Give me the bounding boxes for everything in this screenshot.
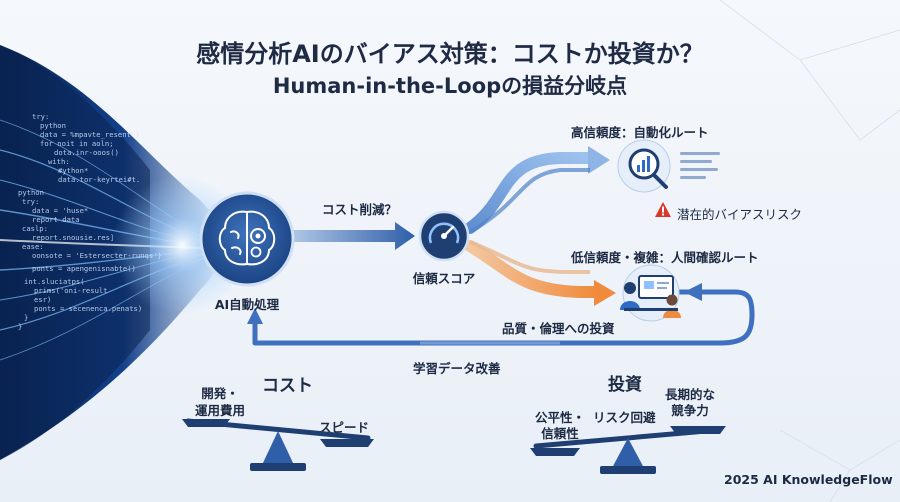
code-line: with: <box>48 157 70 166</box>
code-line: python <box>40 121 66 130</box>
brain-icon <box>199 191 295 287</box>
code-line: int.sluciatps( <box>24 277 85 286</box>
invest-item-risk: リスク回避 <box>593 410 656 425</box>
invest-item-fairness: 公平性・ <box>534 410 585 425</box>
warning-icon <box>655 202 671 217</box>
code-line: data = %mpavte_resent'} <box>40 130 140 139</box>
code-line: for noit in aoln; <box>40 139 114 148</box>
code-line: #ython* <box>58 166 89 175</box>
code-line: } <box>18 322 23 331</box>
cost-item-dev: 開発・ <box>201 386 239 401</box>
code-line: report.snousie.res] <box>32 233 115 242</box>
bias-risk-label: 潜在的バイアスリスク <box>677 207 803 222</box>
code-line: data.tor-keyrtei#t. <box>58 175 141 184</box>
invest-item-longterm: 長期的な <box>664 387 715 402</box>
cost-item-ops: 運用費用 <box>194 403 245 418</box>
cost-cut-label: コスト削減？ <box>322 202 398 217</box>
page-title: 感情分析AIのバイアス対策：コストか投資か？ <box>196 40 704 68</box>
code-line: prims('oni-result <box>34 286 108 295</box>
human-review-icon <box>620 264 681 322</box>
invest-item-competitive: 競争力 <box>671 403 709 418</box>
cost-title: コスト <box>262 376 313 396</box>
flow-arrow-main <box>262 222 415 250</box>
code-line: try: <box>32 112 50 121</box>
invest-balance-scale <box>530 426 726 474</box>
code-stream: try: python data = %mpavte_resent'} for … <box>14 112 189 352</box>
code-line: oonsote = 'Estersecter-runqs'} <box>32 251 162 260</box>
code-line: try: <box>22 197 40 206</box>
cost-speed-label: スピード <box>319 420 370 435</box>
invest-item-reliability: 信頼性 <box>541 426 579 441</box>
code-line: ponts = apengenisnabte() <box>32 264 136 273</box>
code-line: dota.inr-ooos() <box>54 148 119 157</box>
high-trust-route-label: 高信頼度：自動化ルート <box>571 125 709 140</box>
feedback-label: 学習データ改善 <box>413 361 501 376</box>
ai-auto-label: AI自動処理 <box>214 297 280 312</box>
gauge-icon <box>418 210 470 262</box>
quality-invest-label: 品質・倫理への投資 <box>502 321 615 336</box>
cost-balance-scale <box>182 418 374 471</box>
code-line: python <box>18 188 44 197</box>
code-line: ease: <box>22 242 44 251</box>
page-subtitle: Human-in-the-Loopの損益分岐点 <box>272 74 628 98</box>
trust-score-label: 信頼スコア <box>412 271 476 286</box>
code-line: } <box>24 313 29 322</box>
code-line: ponts = secenenca.penats) <box>34 304 143 313</box>
low-trust-route-label: 低信頼度・複雑：人間確認ルート <box>571 250 759 265</box>
footer-credit: 2025 AI KnowledgeFlow <box>724 472 893 487</box>
code-line: data = 'huse* <box>32 206 89 215</box>
code-line: caslp: <box>22 224 48 233</box>
analytics-search-icon <box>617 139 720 193</box>
code-line: report data <box>32 215 80 224</box>
code-line: esr) <box>34 295 52 304</box>
invest-title: 投資 <box>608 375 642 395</box>
